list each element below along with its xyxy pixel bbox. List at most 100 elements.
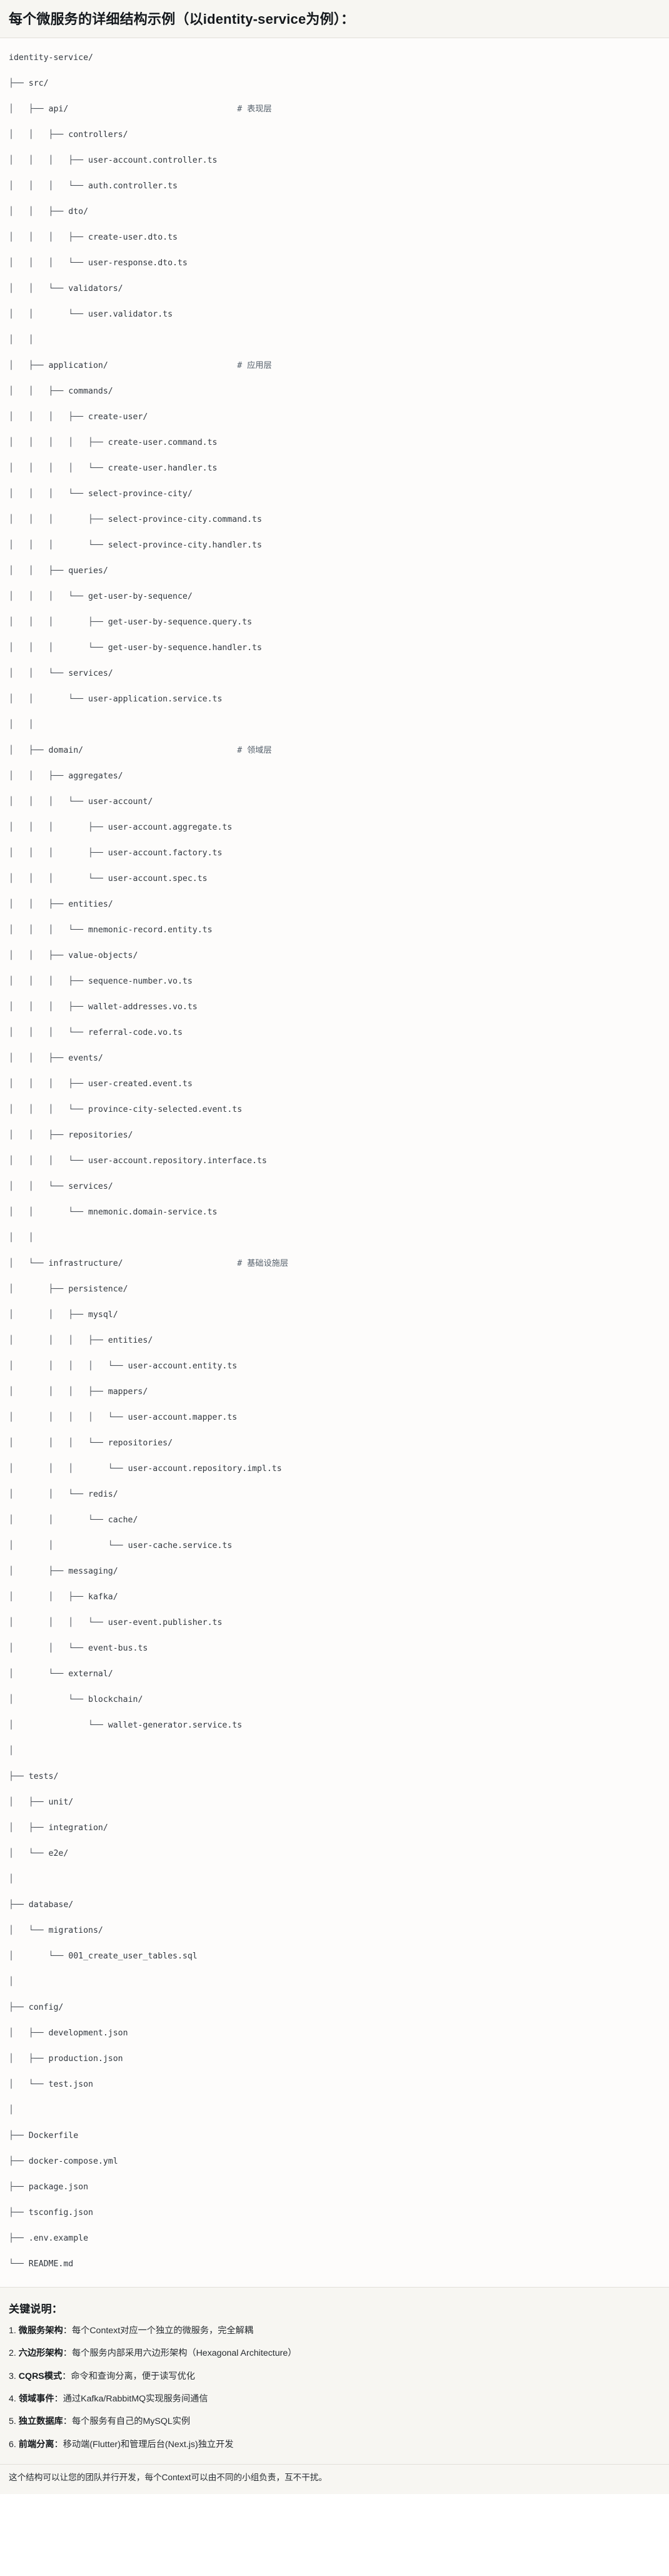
- tree-branch-glyph: │ │ │ └──: [9, 873, 108, 883]
- tree-row: │ │ │ │ └── create-user.handler.ts: [9, 462, 660, 476]
- tree-branch-glyph: │ │ ├──: [9, 1130, 69, 1140]
- tree-node-label: integration/: [48, 1823, 108, 1833]
- note-term: CQRS模式: [18, 2371, 63, 2381]
- note-term: 独立数据库: [18, 2416, 63, 2427]
- tree-node-label: wallet-addresses.vo.ts: [88, 1002, 198, 1012]
- tree-branch-glyph: │ └──: [9, 1669, 69, 1679]
- note-number: 4.: [9, 2394, 19, 2405]
- tree-row: │ │ │ ├── sequence-number.vo.ts: [9, 975, 660, 989]
- tree-row: │ │ │ └── user-account.repository.impl.t…: [9, 1463, 660, 1476]
- tree-node-label: user-response.dto.ts: [88, 258, 188, 268]
- tree-row: │ └── e2e/: [9, 1848, 660, 1861]
- tree-row: ├── Dockerfile: [9, 2130, 660, 2143]
- tree-node-comment: # 基础设施层: [123, 1258, 289, 1268]
- tree-node-label: wallet-generator.service.ts: [108, 1720, 243, 1730]
- tree-node-label: migrations/: [48, 1925, 103, 1935]
- directory-tree: identity-service/ ├── src/ │ ├── api/ # …: [9, 52, 660, 2271]
- tree-node-label: get-user-by-sequence.handler.ts: [108, 643, 262, 653]
- tree-branch-glyph: │ │ │ ├──: [9, 232, 89, 242]
- tree-row: │ │ └── user-application.service.ts: [9, 693, 660, 706]
- tree-row: │ └── blockchain/: [9, 1694, 660, 1707]
- tree-branch-glyph: │ │ └──: [9, 1643, 89, 1653]
- tree-branch-glyph: │ │ │ ├──: [9, 617, 108, 627]
- document-page: 每个微服务的详细结构示例（以identity-service为例）： ident…: [0, 0, 669, 2482]
- tree-node-label: event-bus.ts: [88, 1643, 148, 1653]
- tree-node-label: dto/: [68, 206, 89, 216]
- tree-row: ├── .env.example: [9, 2232, 660, 2246]
- tree-row: │ │ │ └── user-response.dto.ts: [9, 257, 660, 270]
- note-number: 5.: [9, 2416, 19, 2427]
- tree-node-label: blockchain/: [88, 1694, 143, 1704]
- tree-node-label: api/: [48, 104, 69, 114]
- notes-heading: 关键说明：: [9, 2303, 63, 2316]
- tree-node-comment: # 领域层: [83, 745, 272, 755]
- tree-node-label: 001_create_user_tables.sql: [68, 1951, 198, 1961]
- note-description: 每个Context对应一个独立的微服务，完全解耦: [71, 2326, 254, 2336]
- tree-node-label: value-objects/: [68, 950, 138, 960]
- title-band: 每个微服务的详细结构示例（以identity-service为例）：: [0, 0, 669, 38]
- tree-node-label: validators/: [68, 283, 123, 293]
- tree-row: │ ├── development.json: [9, 2027, 660, 2040]
- tree-node-label: create-user.dto.ts: [88, 232, 178, 242]
- tree-branch-glyph: │ │ ├──: [9, 1592, 89, 1602]
- tree-row: │ │ ├── events/: [9, 1052, 660, 1066]
- tree-row: │ │ │ └── user-account.spec.ts: [9, 873, 660, 886]
- tree-row: │ │ ├── mysql/: [9, 1309, 660, 1322]
- tree-node-label: select-province-city/: [88, 489, 193, 499]
- tree-row: ├── database/: [9, 1899, 660, 1912]
- tree-branch-glyph: │ └──: [9, 1694, 89, 1704]
- tree-row: │ │ │ │ └── user-account.mapper.ts: [9, 1412, 660, 1425]
- tree-branch-glyph: │ │ │ └──: [9, 489, 89, 499]
- tree-branch-glyph: │ │ │ └──: [9, 643, 108, 653]
- tree-branch-glyph: │ │ └──: [9, 1540, 128, 1550]
- tree-branch-glyph: │ │ │ ├──: [9, 822, 108, 832]
- footer-paragraph: 这个结构可以让您的团队并行开发，每个Context可以由不同的小组负责，互不干扰…: [9, 2472, 328, 2482]
- tree-node-label: services/: [68, 1181, 113, 1191]
- tree-branch-glyph: │ │: [9, 720, 34, 730]
- tree-node-comment: # 应用层: [108, 360, 272, 370]
- tree-node-label: user-account.repository.impl.ts: [128, 1464, 282, 1474]
- tree-node-label: mnemonic.domain-service.ts: [88, 1207, 218, 1217]
- page-title: 每个微服务的详细结构示例（以identity-service为例）：: [9, 11, 355, 27]
- tree-row: │ │ └── user.validator.ts: [9, 308, 660, 322]
- tree-node-label: user-account.factory.ts: [108, 848, 223, 858]
- tree-row: │ │ └── mnemonic.domain-service.ts: [9, 1206, 660, 1219]
- tree-node-label: user-created.event.ts: [88, 1079, 193, 1089]
- tree-node-label: user-account.aggregate.ts: [108, 822, 233, 832]
- tree-row: │ │ │ └── province-city-selected.event.t…: [9, 1104, 660, 1117]
- note-description: 每个服务有自己的MySQL实例: [71, 2416, 191, 2427]
- tree-branch-glyph: │ │ │ └──: [9, 181, 89, 191]
- tree-branch-glyph: │: [9, 1977, 14, 1987]
- tree-row: │ │ │ └── mnemonic-record.entity.ts: [9, 924, 660, 937]
- tree-branch-glyph: │ ├──: [9, 1823, 49, 1833]
- note-separator: ：: [63, 2416, 72, 2427]
- tree-branch-glyph: │ └──: [9, 2079, 49, 2089]
- tree-branch-glyph: │ │ │ └──: [9, 925, 89, 935]
- note-separator: ：: [54, 2394, 63, 2405]
- tree-node-label: user-account.controller.ts: [88, 155, 218, 165]
- tree-row: │ ├── domain/ # 领域层: [9, 745, 660, 758]
- tree-node-label: messaging/: [68, 1566, 118, 1576]
- tree-branch-glyph: │ │ └──: [9, 283, 69, 293]
- tree-branch-glyph: │ │ └──: [9, 1515, 108, 1525]
- note-item: 5. 独立数据库：每个服务有自己的MySQL实例: [9, 2415, 660, 2428]
- tree-row: │ │ └── cache/: [9, 1514, 660, 1527]
- tree-node-label: sequence-number.vo.ts: [88, 976, 193, 986]
- tree-branch-glyph: │ │ │ │ └──: [9, 463, 108, 473]
- tree-branch-glyph: │ │ │ ├──: [9, 155, 89, 165]
- tree-node-label: identity-service/: [9, 53, 93, 63]
- tree-row: │ │: [9, 1232, 660, 1245]
- tree-node-label: user-account.mapper.ts: [128, 1412, 238, 1422]
- tree-node-label: services/: [68, 668, 113, 678]
- tree-row: │ └── migrations/: [9, 1925, 660, 1938]
- tree-row: │ ├── api/ # 表现层: [9, 103, 660, 116]
- tree-row: │ │ │ └── user-account/: [9, 796, 660, 809]
- tree-row: │ │ ├── controllers/: [9, 129, 660, 142]
- tree-branch-glyph: │ │ │ ├──: [9, 1335, 108, 1345]
- tree-row: │ │ └── user-cache.service.ts: [9, 1540, 660, 1553]
- tree-node-label: get-user-by-sequence.query.ts: [108, 617, 253, 627]
- note-item: 4. 领域事件：通过Kafka/RabbitMQ实现服务间通信: [9, 2393, 660, 2406]
- note-item: 6. 前端分离：移动端(Flutter)和管理后台(Next.js)独立开发: [9, 2438, 660, 2451]
- tree-node-label: entities/: [68, 899, 113, 909]
- tree-branch-glyph: │ │ ├──: [9, 771, 69, 781]
